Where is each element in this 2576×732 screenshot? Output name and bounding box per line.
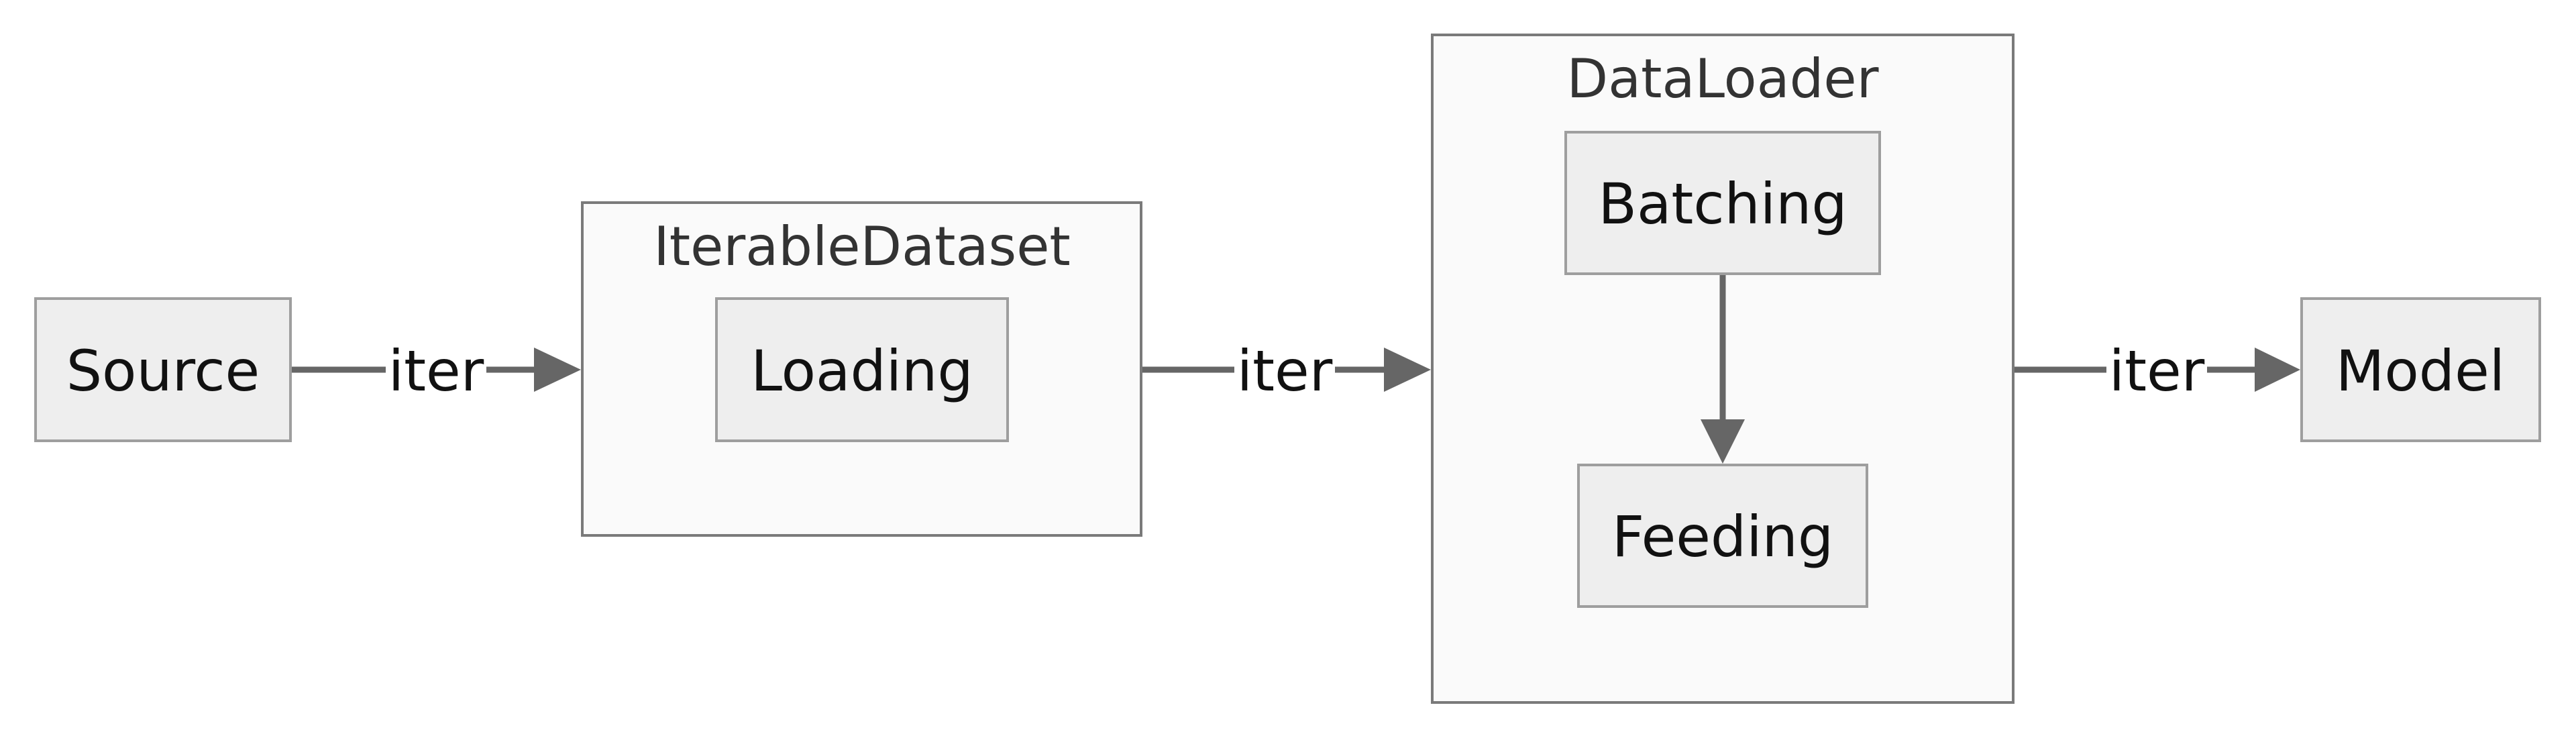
cluster-iterable-dataset-title: IterableDataset	[653, 215, 1071, 278]
edge-dataloader-to-model: iter	[2015, 338, 2300, 404]
node-feeding-box	[1577, 464, 1868, 608]
edge-source-label: iter	[388, 338, 484, 404]
arrowhead-icon	[1701, 419, 1745, 464]
edge-iterable-dataset-to-dataloader: iter	[1142, 338, 1431, 404]
node-loading-box	[715, 297, 1009, 442]
arrowhead-icon	[534, 348, 581, 392]
edge-source-to-iterable-dataset: iter	[292, 338, 581, 404]
node-batching-box	[1564, 131, 1881, 275]
node-source-label: Source	[66, 338, 260, 404]
node-source-box	[34, 297, 292, 442]
node-model: Model	[2300, 297, 2541, 442]
arrowhead-icon	[1384, 348, 1431, 392]
node-feeding: Feeding	[1577, 464, 1868, 608]
node-model-box	[2300, 297, 2541, 442]
node-feeding-label: Feeding	[1612, 504, 1833, 570]
cluster-dataloader-title: DataLoader	[1566, 48, 1878, 110]
cluster-iterable-dataset: IterableDataset	[581, 201, 1142, 537]
node-batching-label: Batching	[1598, 171, 1847, 237]
node-model-label: Model	[2336, 338, 2505, 404]
edge-batching-to-feeding	[1701, 275, 1745, 464]
arrowhead-icon	[2255, 348, 2300, 392]
edge-iterable-label: iter	[1237, 338, 1333, 404]
node-loading-label: Loading	[751, 338, 973, 404]
edge-dataloader-label: iter	[2109, 338, 2205, 404]
node-loading: Loading	[715, 297, 1009, 442]
node-batching: Batching	[1564, 131, 1881, 275]
node-source: Source	[34, 297, 292, 442]
